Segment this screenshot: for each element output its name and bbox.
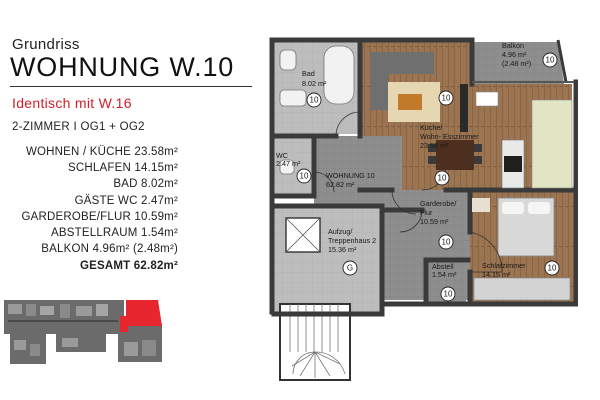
aufzug-label-2: Treppenhaus 2 — [328, 236, 376, 245]
kueche-label: Küche/ — [420, 123, 442, 132]
area-row: ABSTELLRAUM 1.54m² — [51, 227, 178, 240]
area-row: GARDEROBE/FLUR 10.59m² — [21, 210, 178, 223]
balkon-area-half: (2.48 m²) — [502, 59, 531, 68]
svg-text:10: 10 — [548, 264, 557, 273]
unit-marker: 10 — [438, 234, 454, 250]
elevator — [285, 217, 321, 253]
schlaf-area: 14.15 m² — [482, 270, 511, 279]
unit-marker: 10 — [438, 90, 454, 106]
bad-area: 8.02 m² — [302, 79, 327, 88]
kueche-label-2: Wohn- Esszimmer — [420, 132, 479, 141]
wc-label: WC — [276, 151, 288, 160]
identical-note: Identisch mit W.16 — [12, 95, 132, 111]
kueche-area: 23.58 m² — [420, 141, 449, 150]
area-total: GESAMT 62.82m² — [79, 260, 178, 273]
wc-area: 2.47 m² — [276, 159, 301, 168]
area-list: WOHNEN / KÜCHE 23.58m² SCHLAFEN 14.15m² … — [21, 144, 178, 275]
svg-text:10: 10 — [310, 96, 319, 105]
svg-text:10: 10 — [546, 56, 555, 65]
aufzug-area: 15.36 m² — [328, 245, 357, 254]
garderobe-label-2: Flur — [420, 208, 433, 217]
plan-subtitle: Grundriss — [12, 36, 80, 53]
key-plan-highlight-stair — [120, 316, 128, 332]
area-row: BALKON 4.96m² (2.48m²) — [41, 243, 178, 256]
unit-marker: 10 — [542, 52, 558, 68]
living-furniture — [370, 52, 573, 189]
svg-text:10: 10 — [442, 94, 451, 103]
area-row: GÄSTE WC 2.47m² — [74, 194, 178, 207]
balkon-label: Balkon — [502, 41, 524, 50]
balkon-edge — [556, 39, 568, 83]
key-plan-highlight — [126, 300, 162, 326]
svg-text:10: 10 — [438, 174, 447, 183]
garderobe-area: 10.59 m² — [420, 217, 449, 226]
walls — [269, 37, 578, 317]
info-panel: Grundriss WOHNUNG W.10 Identisch mit W.1… — [0, 0, 262, 400]
key-plan-building — [4, 300, 162, 364]
svg-text:10: 10 — [444, 290, 453, 299]
bathroom-fixtures — [279, 45, 355, 175]
key-plan — [0, 296, 165, 368]
unit-marker: 10 — [306, 92, 322, 108]
balkon-floor — [472, 42, 564, 84]
floor-plan: Bad 8.02 m² WC 2.47 m² Küche/ Wohn- Essz… — [262, 32, 578, 384]
schlaf-label: Schlafzimmer — [482, 261, 526, 270]
svg-text:10: 10 — [300, 172, 309, 181]
aufzug-label: Aufzug/ — [328, 227, 352, 236]
bad-label: Bad — [302, 69, 315, 78]
plan-title: WOHNUNG W.10 — [10, 52, 235, 82]
stair-marker: G — [342, 260, 358, 276]
area-row: WOHNEN / KÜCHE 23.58m² — [25, 146, 178, 158]
title-divider — [10, 86, 252, 87]
abstell-label: Abstell — [432, 262, 454, 271]
floors-info: 2-ZIMMER I OG1 + OG2 — [12, 121, 145, 133]
bedroom-furniture — [472, 197, 571, 301]
area-row: SCHLAFEN 14.15m² — [68, 162, 178, 175]
unit-marker: 10 — [296, 168, 312, 184]
garderobe-label: Garderobe/ — [420, 199, 456, 208]
abstell-area: 1.54 m² — [432, 270, 457, 279]
balkon-area: 4.96 m² — [502, 50, 527, 59]
unit-marker: 10 — [440, 286, 456, 302]
unit-marker: 10 — [544, 260, 560, 276]
unit-marker: 10 — [434, 170, 450, 186]
wohnung-area: 62.82 m² — [326, 180, 355, 189]
area-row: BAD 8.02m² — [113, 178, 178, 191]
wohnung-label: WOHNUNG 10 — [326, 171, 375, 180]
staircase — [279, 303, 351, 381]
svg-text:G: G — [347, 264, 353, 273]
svg-text:10: 10 — [442, 238, 451, 247]
